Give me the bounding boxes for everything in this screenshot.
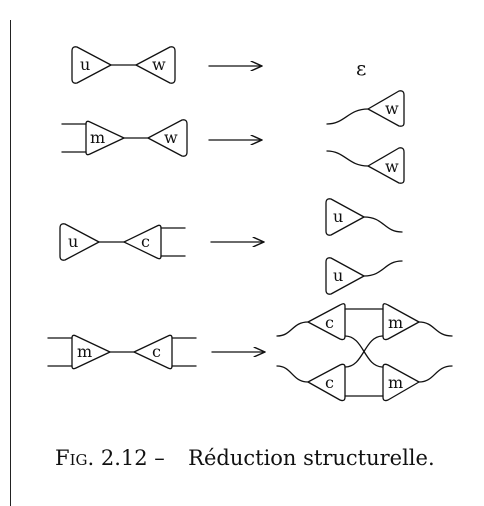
node-m [382,303,420,341]
node-c [307,363,346,402]
wire [326,108,369,125]
node-u [59,223,100,261]
node-w-label: w [385,157,399,176]
rule-4-rhs: c m c m [276,303,453,402]
wire [344,335,384,368]
node-w [367,147,405,184]
node-m-label: m [388,373,403,392]
wire [418,321,453,337]
rule-2-rhs: w w [326,90,405,184]
node-m-label: m [77,342,92,361]
node-c [133,334,173,370]
node-c [123,224,162,260]
node-w-label: w [385,99,399,118]
node-w-label: w [164,128,178,147]
node-w-label: w [152,55,166,74]
node-c [307,303,346,341]
node-m [85,120,125,156]
figure-caption: Fig. 2.12 – Réduction structurelle. [55,446,435,470]
caption-text: Réduction structurelle. [188,446,435,470]
rule-3-lhs: u c [59,223,186,261]
node-u [325,257,365,295]
node-m [71,334,111,370]
node-u [71,46,112,84]
frame-left-border [10,20,11,506]
node-u-label: u [333,266,343,285]
wire [276,365,309,383]
node-u-label: u [68,232,78,251]
caption-prefix: Fig. [55,446,95,470]
caption-number: 2.12 – [100,446,165,470]
node-m [382,363,420,402]
wire [363,216,403,233]
node-u-label: u [80,55,90,74]
node-u [325,198,365,236]
node-c-label: c [141,232,150,251]
node-m-label: m [388,313,403,332]
wire [418,365,453,383]
epsilon-symbol: ε [356,56,366,80]
node-c-label: c [152,342,161,361]
rule-4-lhs: m c [47,334,197,370]
wire [363,260,403,277]
rewrite-rules-diagram: u w ε m w w w u [47,46,453,402]
node-u-label: u [333,207,343,226]
node-w [147,119,188,157]
rule-2-lhs: m w [61,119,188,157]
wire [326,150,369,167]
node-m-label: m [90,128,105,147]
node-w [367,90,405,127]
wire [276,321,309,337]
node-c-label: c [325,313,334,332]
rule-3-rhs: u u [325,198,403,295]
node-c-label: c [325,373,334,392]
node-w [135,46,176,84]
rule-1-lhs: u w [71,46,176,84]
